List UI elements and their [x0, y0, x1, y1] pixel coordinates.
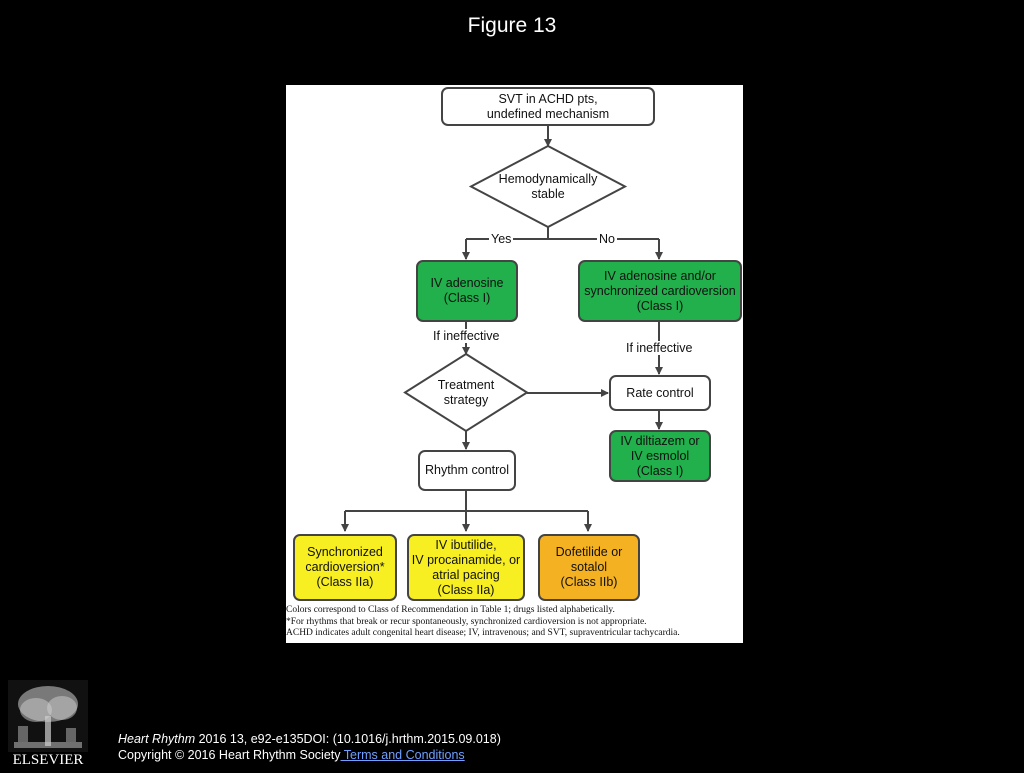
iv-adenosine-node: IV adenosine (Class I)	[416, 260, 518, 322]
rhythm-control-node: Rhythm control	[418, 450, 516, 491]
iv-adenosine-cardioversion-node: IV adenosine and/or synchronized cardiov…	[578, 260, 742, 322]
decision-diamond-stable	[468, 144, 628, 229]
elsevier-logo: ELSEVIER	[8, 680, 88, 768]
terms-and-conditions-link[interactable]: Terms and Conditions	[340, 748, 465, 762]
flowchart-figure: SVT in ACHD pts, undefined mechanism Hem…	[286, 85, 743, 643]
logo-wordmark: ELSEVIER	[13, 752, 84, 768]
caption-line-2: *For rhythms that break or recur spontan…	[286, 616, 647, 627]
dofetilide-sotalol-node: Dofetilide or sotalol (Class IIb)	[538, 534, 640, 601]
sync-cardioversion-line-2: cardioversion*	[305, 560, 385, 574]
dofetilide-line-2: sotalol	[570, 560, 608, 574]
synchronized-cardioversion-node: Synchronized cardioversion* (Class IIa)	[293, 534, 397, 601]
dofetilide-line-1: Dofetilide or	[555, 545, 623, 559]
no-label: No	[597, 232, 617, 246]
sync-cardioversion-line-1: Synchronized	[307, 545, 383, 559]
decision-strategy-line-2: strategy	[443, 393, 489, 407]
rate-control-node: Rate control	[609, 375, 711, 411]
rate-control-text: Rate control	[626, 385, 694, 400]
dofetilide-line-3: (Class IIb)	[560, 575, 618, 589]
caption-line-1: Colors correspond to Class of Recommenda…	[286, 605, 615, 615]
yes-label: Yes	[489, 232, 514, 246]
if-ineffective-right-label: If ineffective	[624, 341, 695, 355]
iv-ibutilide-node: IV ibutilide, IV procainamide, or atrial…	[407, 534, 525, 601]
figure-caption: Colors correspond to Class of Recommenda…	[286, 605, 743, 640]
citation-details: 2016 13, e92-e135DOI: (10.1016/j.hrthm.2…	[195, 732, 501, 746]
adenosine-cardioversion-line-3: (Class I)	[636, 298, 684, 313]
sync-cardioversion-line-3: (Class IIa)	[316, 575, 374, 589]
decision-diamond-strategy	[403, 352, 529, 433]
adenosine-cardioversion-line-1: IV adenosine and/or	[604, 268, 716, 283]
slide-title: Figure 13	[467, 14, 557, 37]
start-line-1: SVT in ACHD pts,	[498, 91, 598, 106]
elsevier-tree-icon: ELSEVIER	[8, 680, 88, 768]
rhythm-control-text: Rhythm control	[424, 463, 510, 477]
decision-strategy-line-1: Treatment	[437, 378, 495, 392]
start-line-2: undefined mechanism	[486, 106, 610, 121]
decision-strategy-label: Treatment strategy	[416, 371, 516, 415]
rate-drugs-line-3: (Class I)	[636, 463, 684, 478]
ibutilide-line-3: atrial pacing	[432, 567, 500, 582]
if-ineffective-left-label: If ineffective	[431, 329, 502, 343]
decision-stable-line-1: Hemodynamically	[498, 172, 598, 186]
flowchart-connectors	[341, 126, 663, 532]
decision-stable-label: Hemodynamically stable	[481, 165, 615, 209]
decision-stable-line-2: stable	[531, 187, 565, 201]
adenosine-cardioversion-line-2: synchronized cardioversion	[584, 283, 736, 298]
rate-drugs-line-1: IV diltiazem or	[620, 433, 700, 448]
iv-adenosine-line-1: IV adenosine	[430, 276, 504, 290]
caption-line-3: ACHD indicates adult congenital heart di…	[286, 628, 680, 638]
rate-drugs-line-2: IV esmolol	[630, 448, 690, 463]
citation-line: Heart Rhythm 2016 13, e92-e135DOI: (10.1…	[118, 732, 501, 746]
start-node: SVT in ACHD pts, undefined mechanism	[441, 87, 655, 126]
copyright-line: Copyright © 2016 Heart Rhythm Society Te…	[118, 748, 465, 762]
iv-diltiazem-esmolol-node: IV diltiazem or IV esmolol (Class I)	[609, 430, 711, 482]
iv-adenosine-line-2: (Class I)	[443, 291, 491, 305]
ibutilide-line-1: IV ibutilide,	[435, 537, 497, 552]
ibutilide-line-4: (Class IIa)	[437, 582, 495, 597]
copyright-text: Copyright © 2016 Heart Rhythm Society	[118, 748, 341, 762]
journal-name: Heart Rhythm	[118, 732, 196, 746]
ibutilide-line-2: IV procainamide, or	[411, 552, 521, 567]
